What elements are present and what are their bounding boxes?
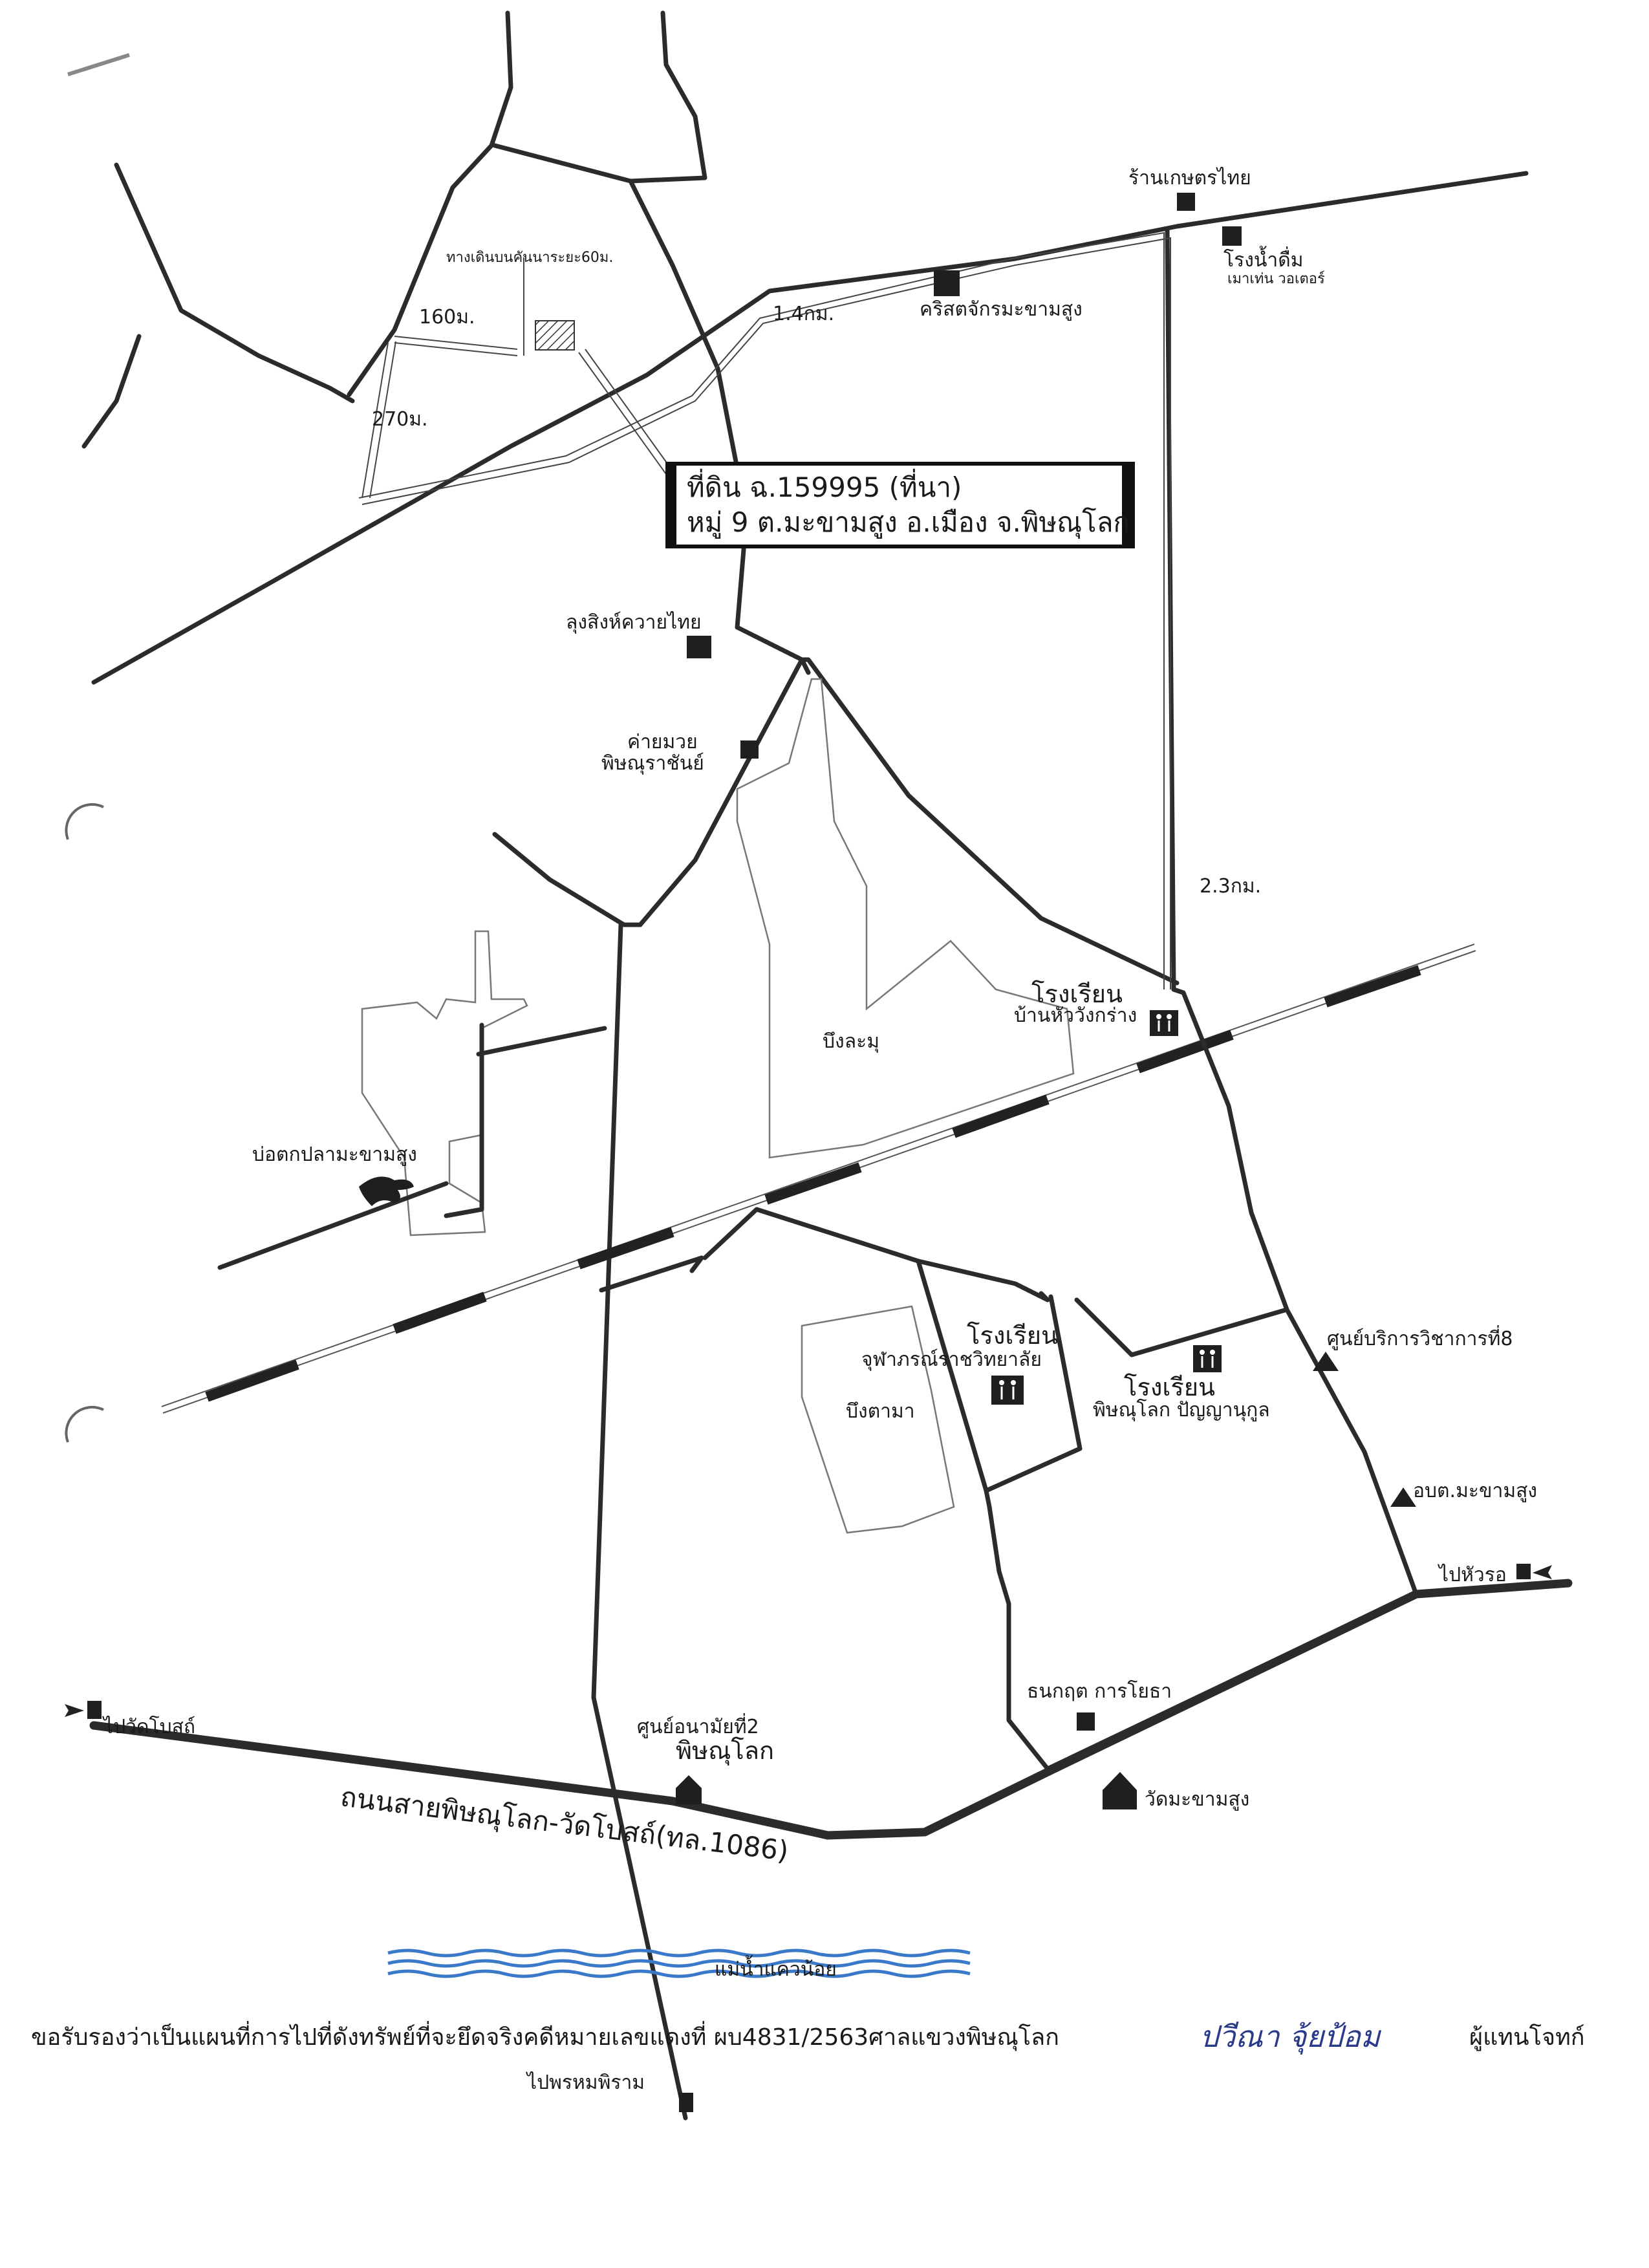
signature: ปวีณา จุ้ยป้อม	[1200, 2019, 1382, 2055]
label-school-panya-1: โรงเรียน	[1124, 1373, 1215, 1401]
label-water-factory-brand: เมาเท่น วอเตอร์	[1227, 271, 1325, 287]
river-khwae-noi	[387, 1949, 971, 1978]
punch-hole-bottom	[65, 1405, 104, 1443]
school-icon-panyanukul	[1193, 1345, 1222, 1372]
label-school-chulabhorn-2: จุฬาภรณ์ราชวิทยาลัย	[861, 1348, 1042, 1372]
phrom-marker	[679, 2093, 693, 2112]
health-center-marker	[676, 1775, 702, 1804]
label-to-huarop: ไปหัวรอ	[1438, 1563, 1507, 1586]
label-buffalo: ลุงสิงห์ควายไทย	[566, 610, 702, 634]
bueng-tama-outline	[801, 1305, 955, 1534]
highway-1086	[89, 1579, 1573, 1840]
label-school-chulabhorn-1: โรงเรียน	[967, 1321, 1058, 1350]
bueng-lamu-outline	[736, 678, 1075, 1159]
signer-role: ผู้แทนโจทก์	[1469, 2024, 1585, 2051]
walk-distance-note: ทางเดินบนคันนาระยะ60ม.	[446, 250, 613, 266]
label-to-wat-bot: ไปวัดโบสถ์	[102, 1715, 195, 1738]
upper-roads	[81, 10, 1529, 2121]
huarop-marker	[1516, 1564, 1531, 1579]
fish-icon	[359, 1176, 414, 1206]
label-obt: อบต.มะขามสูง	[1413, 1480, 1537, 1502]
land-address: หมู่ 9 ต.มะขามสูง อ.เมือง จ.พิษณุโลก	[687, 506, 1130, 539]
land-parcel	[535, 320, 575, 351]
distance-270m: 270ม.	[372, 408, 428, 431]
kaset-shop-marker	[1177, 193, 1195, 211]
fishing-pond-outline	[361, 930, 528, 1237]
label-school-huawang-2: บ้านหัววังกร่าง	[1014, 1004, 1137, 1027]
label-edu-center: ศูนย์บริการวิชาการที่8	[1327, 1325, 1513, 1350]
distance-2-3km: 2.3กม.	[1200, 875, 1261, 898]
water-factory-marker	[1222, 226, 1242, 246]
land-title: ที่ดิน ฉ.159995 (ที่นา)	[687, 469, 962, 503]
distance-1-4km: 1.4กม.	[773, 303, 834, 325]
label-bueng-lamu: บึงละมุ	[823, 1030, 879, 1053]
label-church: คริสตจักรมะขามสูง	[920, 298, 1083, 321]
obt-marker	[1390, 1487, 1416, 1507]
land-info-box: ที่ดิน ฉ.159995 (ที่นา) หมู่ 9 ต.มะขามสู…	[665, 462, 1135, 548]
label-bueng-tama: บึงตามา	[846, 1400, 915, 1423]
label-temple: วัดมะขามสูง	[1145, 1788, 1249, 1811]
wat-bot-marker	[87, 1701, 102, 1719]
buffalo-marker	[687, 636, 711, 658]
label-main-road: ถนนสายพิษณุโลก-วัดโบสถ์(ทล.1086)	[339, 1780, 791, 1868]
railway	[161, 944, 1476, 1414]
label-to-phrom: ไปพรหมพิราม	[526, 2071, 645, 2094]
label-water-factory: โรงน้ำดื่ม	[1223, 246, 1304, 272]
label-river: แม่น้ำแควน้อย	[715, 1955, 837, 1981]
access-route	[358, 232, 1171, 989]
label-health-center-2: พิษณุโลก	[676, 1736, 774, 1766]
label-kaset-shop: ร้านเกษตรไทย	[1128, 166, 1251, 189]
label-school-panya-2: พิษณุโลก ปัญญานุกูล	[1093, 1398, 1270, 1422]
label-health-center-1: ศูนย์อนามัยที่2	[637, 1713, 759, 1738]
boxing-camp-marker	[740, 740, 759, 759]
wat-bot-arrow	[65, 1704, 84, 1717]
label-school-huawang-1: โรงเรียน	[1031, 980, 1123, 1008]
edu-center-marker	[1313, 1352, 1339, 1371]
punch-hole-top	[65, 803, 104, 840]
school-icon-huawang	[1150, 1010, 1178, 1036]
staple-mark	[67, 53, 130, 76]
huarop-arrow	[1533, 1565, 1552, 1579]
bank-marker	[1077, 1712, 1095, 1731]
temple-marker	[1103, 1772, 1137, 1809]
label-bank: ธนกฤต การโยธา	[1027, 1679, 1172, 1703]
distance-160m: 160ม.	[419, 306, 475, 329]
label-fishing-pond: บ่อตกปลามะขามสูง	[252, 1143, 417, 1166]
label-boxing-camp-1: ค่ายมวย	[627, 731, 698, 753]
label-boxing-camp-2: พิษณุราชันย์	[601, 752, 704, 775]
certification-text: ขอรับรองว่าเป็นแผนที่การไปที่ดังทรัพย์ที…	[31, 2021, 1059, 2051]
school-icon-chulabhorn	[991, 1376, 1024, 1405]
church-marker	[934, 270, 960, 296]
